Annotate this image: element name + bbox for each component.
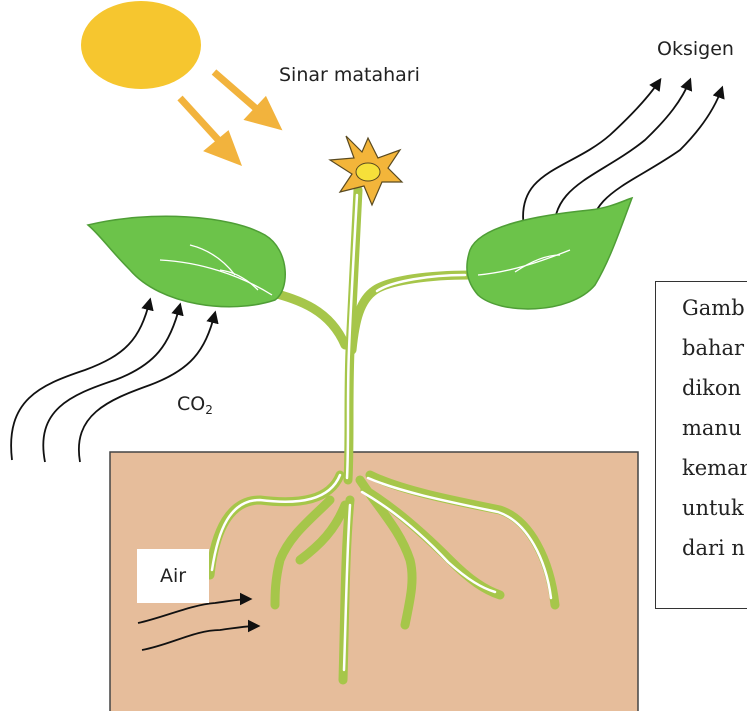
caption-line-2: bahar (682, 336, 744, 360)
caption-line-1: Gamb (682, 296, 745, 320)
oxygen-label: Oksigen (657, 38, 734, 60)
caption-box: Gamb bahar dikon manu kemar untuk dari n (655, 281, 747, 609)
caption-line-6: untuk (682, 496, 744, 520)
caption-line-3: dikon (682, 376, 741, 400)
stem (270, 190, 470, 480)
stem-highlight (347, 195, 465, 478)
co2-arrows (11, 300, 215, 462)
caption-line-5: kemar (682, 456, 747, 480)
water-label: Air (160, 565, 186, 587)
co2-label-subscript: 2 (205, 403, 213, 417)
co2-label: CO2 (177, 393, 213, 417)
flower-icon (330, 136, 402, 205)
sun-icon (81, 1, 201, 89)
sunlight-arrows (180, 72, 276, 160)
caption-line-4: manu (682, 416, 741, 440)
sunlight-label: Sinar matahari (279, 64, 420, 86)
left-leaf (88, 216, 285, 306)
caption-line-7: dari n (682, 536, 745, 560)
right-leaf (467, 198, 632, 309)
water-label-box: Air (137, 549, 209, 603)
co2-label-main: CO (177, 393, 205, 415)
